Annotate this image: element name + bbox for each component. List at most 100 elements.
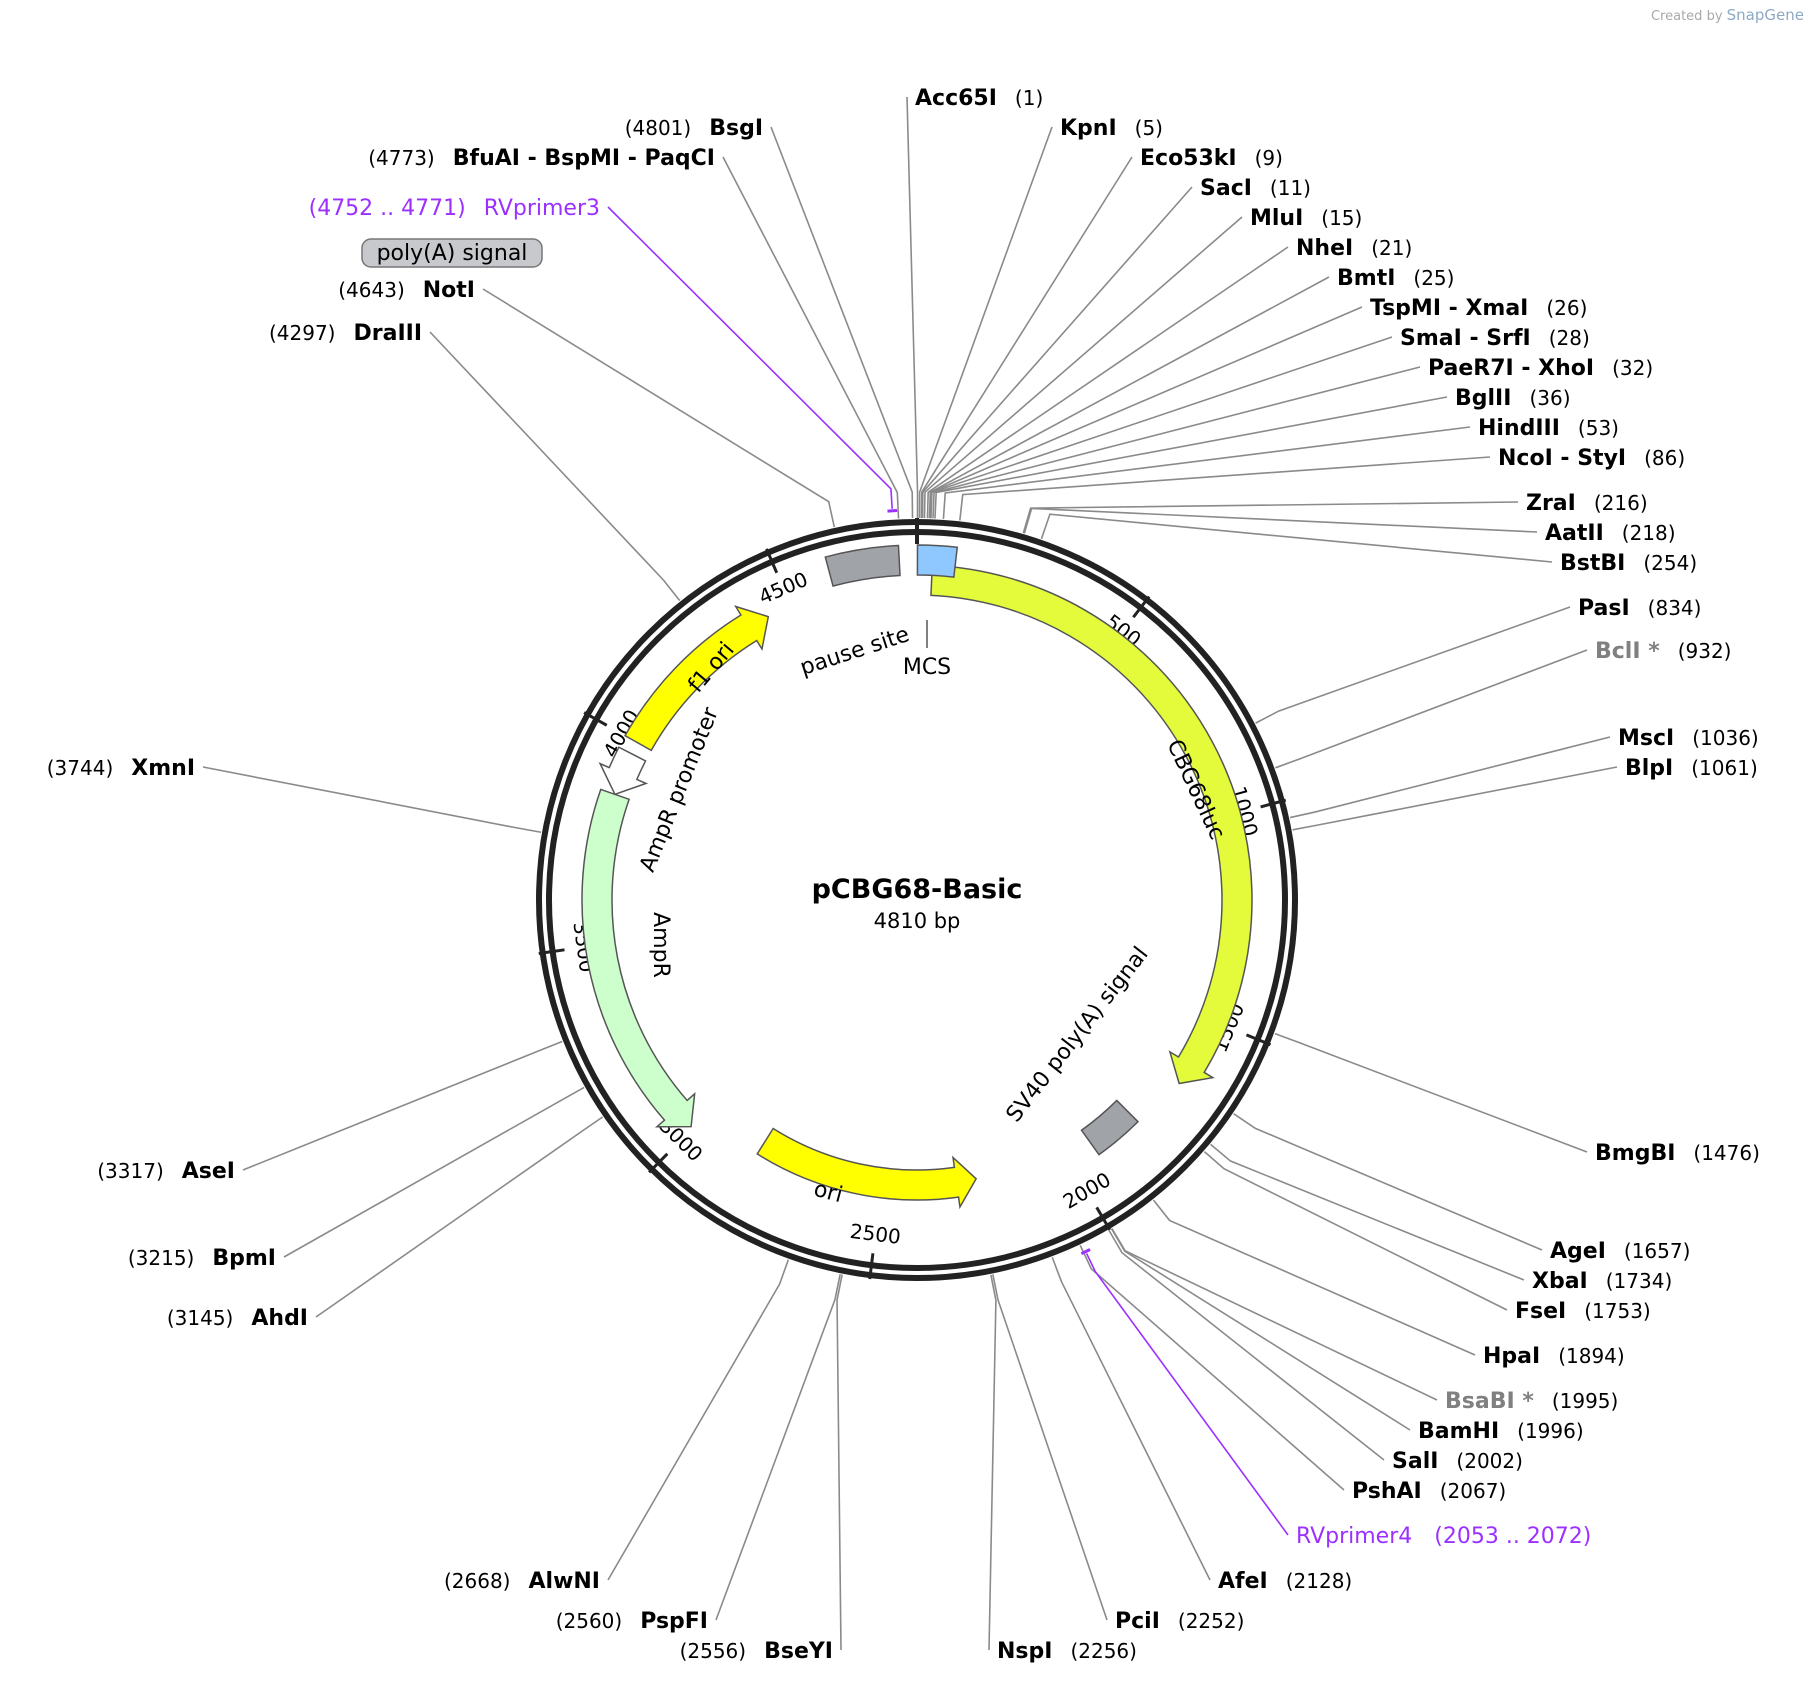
enzyme-position: (4297) — [269, 321, 336, 345]
enzyme-site-zrai: ZraI(216) — [1526, 491, 1648, 516]
enzyme-position: (4643) — [338, 278, 405, 302]
tick-label-4500: 4500 — [755, 567, 811, 609]
enzyme-position: (11) — [1270, 176, 1311, 200]
enzyme-name: NotI — [423, 278, 475, 303]
enzyme-site-tspmi-xmai: TspMI - XmaI(26) — [1370, 296, 1587, 321]
leader-paer7i-xhoi — [932, 366, 1421, 519]
tick-mark-1500 — [1245, 1033, 1272, 1047]
enzyme-name: MscI — [1618, 726, 1674, 751]
enzyme-name: AatII — [1545, 521, 1604, 546]
enzyme-site-aatii: AatII (218) — [1545, 521, 1676, 546]
enzyme-name: BsaBI * — [1445, 1389, 1534, 1414]
enzyme-name: BamHI — [1418, 1419, 1499, 1444]
leader-agei — [1233, 1113, 1543, 1251]
enzyme-position: (28) — [1549, 326, 1590, 350]
enzyme-position: (1) — [1015, 86, 1043, 110]
enzyme-position: (1995) — [1552, 1389, 1619, 1413]
enzyme-site-ahdi: (3145)AhdI — [167, 1306, 308, 1331]
enzyme-name: Eco53kI — [1140, 146, 1237, 171]
enzyme-site-nhei: NheI(21) — [1296, 236, 1412, 261]
snapgene-watermark: Created by SnapGene — [1651, 6, 1804, 24]
enzyme-name: AfeI — [1218, 1569, 1268, 1594]
enzyme-name: Acc65I — [915, 86, 997, 111]
primer-bar-rvprimer3 — [887, 509, 898, 513]
leader-hindiii — [942, 426, 1471, 519]
feature-label-ampr: AmpR — [648, 912, 673, 978]
feature-ampr-promoter — [598, 746, 649, 796]
enzyme-position: (2560) — [556, 1609, 623, 1633]
enzyme-site-pspfi: (2560)PspFI — [556, 1609, 708, 1634]
leader-ahdi — [315, 1116, 604, 1318]
leader-bstbi — [1040, 513, 1553, 563]
enzyme-position: (3744) — [47, 756, 114, 780]
enzyme-site-pshai: PshAI (2067) — [1352, 1479, 1506, 1504]
primer-name: RVprimer3 — [484, 196, 600, 221]
enzyme-name: NheI — [1296, 236, 1353, 261]
enzyme-site-bmgbi: BmgBI(1476) — [1595, 1141, 1760, 1166]
polya-signal-label: poly(A) signal — [377, 241, 528, 266]
enzyme-name: XmnI — [131, 756, 195, 781]
leader-asei — [242, 1040, 563, 1171]
enzyme-position: (3215) — [128, 1246, 195, 1270]
enzyme-name: XbaI — [1532, 1269, 1588, 1294]
enzyme-position: (216) — [1594, 491, 1648, 515]
enzyme-name: BlpI — [1625, 756, 1673, 781]
enzyme-site-saci: SacI(11) — [1200, 176, 1311, 201]
leader-bseyi — [836, 1274, 843, 1651]
enzyme-name: AgeI — [1550, 1239, 1606, 1264]
leader-bglii — [934, 396, 1448, 519]
leader-bcli — [1275, 649, 1588, 769]
feature-pause-site — [824, 544, 901, 587]
enzyme-name: BmtI — [1337, 266, 1395, 291]
enzyme-name: PshAI — [1352, 1479, 1422, 1504]
enzyme-position: (53) — [1578, 416, 1619, 440]
leader-sali — [1108, 1229, 1385, 1461]
enzyme-name: AlwNI — [529, 1569, 601, 1594]
enzyme-site-bpmi: (3215)BpmI — [128, 1246, 276, 1271]
enzyme-position: (218) — [1622, 521, 1676, 545]
leader-bfuai-bspmi-paqci — [722, 156, 900, 519]
enzyme-site-agei: AgeI (1657) — [1550, 1239, 1690, 1264]
enzyme-name: BmgBI — [1595, 1141, 1675, 1166]
enzyme-site-bseyi: (2556)BseYI — [680, 1639, 833, 1664]
leader-bpmi — [283, 1086, 585, 1258]
enzyme-position: (2067) — [1440, 1479, 1507, 1503]
enzyme-site-pcii: PciI(2252) — [1115, 1609, 1244, 1634]
leader-tspmi-xmai — [929, 306, 1363, 519]
leader-eco53ki — [920, 156, 1133, 519]
enzyme-site-msci: MscI(1036) — [1618, 726, 1759, 751]
leader-pcii — [992, 1274, 1108, 1621]
enzyme-site-noti: (4643) NotI — [338, 278, 475, 303]
enzyme-site-afei: AfeI(2128) — [1218, 1569, 1352, 1594]
enzyme-position: (25) — [1413, 266, 1454, 290]
enzyme-position: (1894) — [1558, 1344, 1625, 1368]
enzyme-site-blpi: BlpI(1061) — [1625, 756, 1758, 781]
enzyme-site-sali: SalI(2002) — [1392, 1449, 1523, 1474]
plasmid-size: 4810 bp — [874, 909, 961, 933]
enzyme-position: (1657) — [1624, 1239, 1691, 1263]
enzyme-position: (15) — [1321, 206, 1362, 230]
feature-ampr — [581, 788, 696, 1128]
enzyme-position: (4801) — [625, 116, 692, 140]
enzyme-position: (2556) — [680, 1639, 747, 1663]
enzyme-position: (5) — [1135, 116, 1163, 140]
enzyme-site-bglii: BglII(36) — [1455, 386, 1571, 411]
leader-draiii — [429, 331, 681, 602]
leader-nhei — [926, 246, 1289, 519]
enzyme-site-bsabi: BsaBI * (1995) — [1445, 1389, 1618, 1414]
enzyme-name: PasI — [1578, 596, 1630, 621]
enzyme-site-bfuai-bspmi-paqci: (4773)BfuAI - BspMI - PaqCI — [368, 146, 715, 171]
enzyme-position: (9) — [1255, 146, 1283, 170]
leader-kpni — [918, 126, 1053, 519]
enzyme-site-bamhi: BamHI(1996) — [1418, 1419, 1584, 1444]
primer-rvprimer4: RVprimer4(2053 .. 2072) — [1296, 1524, 1591, 1549]
enzyme-site-bmti: BmtI (25) — [1337, 266, 1454, 291]
enzyme-site-hpai: HpaI(1894) — [1483, 1344, 1625, 1369]
feature-sv40-poly-a-signal — [1080, 1099, 1140, 1156]
enzyme-position: (3145) — [167, 1306, 234, 1330]
enzyme-site-ncoi-styi: NcoI - StyI(86) — [1498, 446, 1685, 471]
plasmid-name: pCBG68-Basic — [812, 874, 1023, 905]
leader-bmgbi — [1274, 1032, 1588, 1153]
tick-mark-4500 — [765, 548, 779, 574]
